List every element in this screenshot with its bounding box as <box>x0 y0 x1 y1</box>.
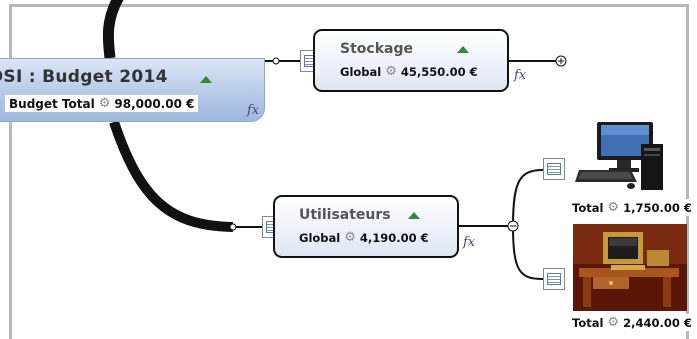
canvas-frame <box>9 4 689 339</box>
fx-icon[interactable]: fx <box>514 68 527 83</box>
gear-icon[interactable]: ⚙ <box>98 96 111 111</box>
notes-icon[interactable] <box>543 268 565 290</box>
fx-icon[interactable]: fx <box>463 235 476 250</box>
image-metric-value: 2,440.00 € <box>623 315 692 330</box>
notes-icon[interactable] <box>543 158 565 180</box>
node-title: Utilisateurs <box>299 207 391 223</box>
topic-utilisateurs[interactable]: Utilisateurs Global ⚙ 4,190.00 € <box>273 195 459 258</box>
gear-icon[interactable]: ⚙ <box>344 230 356 245</box>
node-metric-value: 45,550.00 € <box>400 64 478 79</box>
desktop-computer-image[interactable] <box>573 118 673 196</box>
topic-stockage[interactable]: Stockage Global ⚙ 45,550.00 € <box>313 29 509 92</box>
node-metric-label: Global <box>340 64 382 79</box>
root-branch-bottom <box>109 120 234 232</box>
node-metric: Global ⚙ 4,190.00 € <box>299 230 429 245</box>
green-triangle-icon <box>200 76 212 83</box>
root-branch-top <box>102 0 124 59</box>
node-metric: Global ⚙ 45,550.00 € <box>340 64 478 79</box>
antique-desk-computer-image[interactable] <box>573 224 687 311</box>
fx-icon[interactable]: fx <box>247 103 260 118</box>
root-metric-label: Budget Total <box>9 96 95 111</box>
gear-icon[interactable]: ⚙ <box>607 315 620 330</box>
node-metric-label: Global <box>299 230 341 245</box>
gear-icon[interactable]: ⚙ <box>607 200 620 215</box>
green-triangle-icon <box>408 212 420 219</box>
gear-icon[interactable]: ⚙ <box>385 64 397 79</box>
root-metric-value: 98,000.00 € <box>114 96 195 111</box>
root-title: DSI : Budget 2014 <box>0 67 168 87</box>
image-metric-label: Total <box>572 200 604 215</box>
node-metric-value: 4,190.00 € <box>359 230 429 245</box>
image-total-2: Total ⚙ 2,440.00 € <box>570 314 692 331</box>
image-metric-label: Total <box>572 315 604 330</box>
image-total-1: Total ⚙ 1,750.00 € <box>570 199 692 216</box>
root-budget-total: Budget Total ⚙ 98,000.00 € <box>5 95 199 112</box>
green-triangle-icon <box>457 46 469 53</box>
image-metric-value: 1,750.00 € <box>623 200 692 215</box>
root-topic[interactable]: DSI : Budget 2014 <box>0 58 265 122</box>
node-title: Stockage <box>340 41 413 57</box>
